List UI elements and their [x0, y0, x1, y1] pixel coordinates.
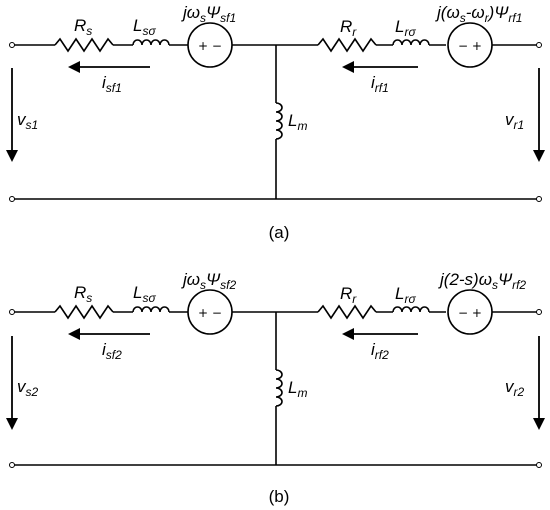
label-isf: isf2 — [102, 340, 122, 362]
label-vr: vr2 — [505, 377, 524, 399]
terminal-stator-bottom — [9, 462, 15, 468]
terminal-stator-top — [9, 309, 15, 315]
rotor-resistor — [317, 37, 377, 53]
label-lm: Lm — [288, 111, 307, 133]
stator-source-polarity: + − — [198, 306, 222, 320]
circuit-a: + − − + Rs Lsσ jωsΨsf1 isf1 vs — [6, 3, 545, 242]
magnetizing-inductor — [275, 369, 283, 407]
rotor-inductor — [392, 39, 430, 46]
label-rotor-source: j(ωs-ωr)Ψrf1 — [435, 3, 522, 25]
label-vr: vr1 — [505, 110, 524, 132]
magnetizing-inductor — [275, 102, 283, 140]
label-lssigma: Lsσ — [133, 16, 156, 38]
rotor-resistor — [317, 304, 377, 320]
label-isf: isf1 — [102, 73, 122, 95]
label-stator-source: jωsΨsf2 — [181, 270, 236, 292]
label-rotor-source: j(2-s)ωsΨrf2 — [438, 270, 526, 292]
terminal-rotor-top — [536, 42, 542, 48]
label-irf: irf2 — [371, 340, 389, 362]
label-vs: vs1 — [17, 110, 38, 132]
label-lm: Lm — [288, 378, 307, 400]
label-rr: Rr — [340, 284, 357, 306]
terminal-stator-top — [9, 42, 15, 48]
rotor-source-polarity: − + — [458, 306, 482, 320]
stator-inductor — [132, 306, 170, 313]
terminal-rotor-bottom — [536, 462, 542, 468]
stator-inductor — [132, 39, 170, 46]
circuit-b: + − − + Rs Lsσ jωsΨsf2 isf2 vs2 Lm Rr Lr… — [6, 270, 545, 506]
stator-source-polarity: + − — [198, 39, 222, 53]
label-irf: irf1 — [371, 73, 389, 95]
stator-resistor — [54, 304, 114, 320]
rotor-source-polarity: − + — [458, 39, 482, 53]
terminal-stator-bottom — [9, 196, 15, 202]
label-stator-source: jωsΨsf1 — [181, 3, 236, 25]
label-rs: Rs — [74, 283, 92, 305]
label-lrsigma: Lrσ — [395, 284, 416, 306]
stator-resistor — [54, 37, 114, 53]
label-rr: Rr — [340, 17, 357, 39]
terminal-rotor-bottom — [536, 196, 542, 202]
rotor-inductor — [392, 306, 430, 313]
label-lssigma: Lsσ — [133, 283, 156, 305]
label-rs: Rs — [74, 16, 92, 38]
label-lrsigma: Lrσ — [395, 17, 416, 39]
terminal-rotor-top — [536, 309, 542, 315]
label-vs: vs2 — [17, 377, 39, 399]
caption-b: (b) — [269, 487, 290, 506]
caption-a: (a) — [269, 223, 290, 242]
